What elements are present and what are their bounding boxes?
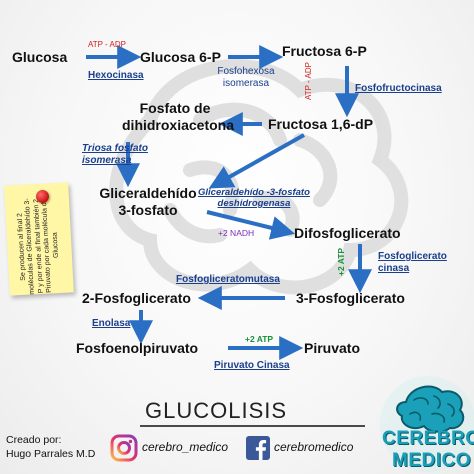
- sticky-note-text: Se producen al final 2 moléculas de Glic…: [16, 198, 60, 295]
- dhap-line-2: dihidroxiacetona: [122, 117, 235, 133]
- logo-medico-text: MEDICO: [392, 450, 471, 471]
- instagram-icon[interactable]: [110, 434, 138, 462]
- credits-label: Creado por:: [6, 434, 62, 446]
- cofactor-nadh: +2 NADH: [218, 228, 255, 238]
- title-underline: [140, 425, 365, 427]
- enzyme-hexocinasa: Hexocinasa: [88, 70, 144, 81]
- metabolite-piruvato: Piruvato: [304, 340, 361, 356]
- dhap-line-1: Fosfato de: [139, 100, 211, 116]
- credits-author: Hugo Parrales M.D: [6, 448, 96, 460]
- gap-line-2: 3-fosfato: [118, 202, 178, 218]
- pushpin-icon: [36, 190, 49, 203]
- gap-line-1: Gliceraldehído: [99, 185, 197, 201]
- metabolite-fosfoenolpiruvato: Fosfoenolpiruvato: [76, 340, 199, 356]
- fosfohexosa-line-2: isomerasa: [222, 78, 270, 89]
- brain-logo-icon: [380, 376, 474, 472]
- metabolite-gliceraldehido-3-fosfato: Gliceraldehído 3-fosfato: [88, 185, 208, 219]
- metabolite-difosfoglicerato: Difosfoglicerato: [294, 225, 401, 241]
- pgk-line-2: cinasa: [378, 263, 410, 274]
- arrow-gap-difosfo: [206, 210, 295, 240]
- enzyme-triosa-fosfato-isomerasa: Triosa fosfato isomerasa: [82, 143, 148, 167]
- metabolite-glucosa-6-p: Glucosa 6-P: [140, 49, 221, 65]
- triosa-line-1: Triosa fosfato: [82, 143, 148, 154]
- instagram-handle[interactable]: cerebro_medico: [142, 440, 229, 454]
- arrow-f16dp-gap: [208, 133, 305, 189]
- enzyme-fosfofructocinasa: Fosfofructocinasa: [355, 83, 442, 94]
- enzyme-gapdh: Gliceraldehído -3-fosfato deshidrogenasa: [198, 187, 310, 209]
- metabolite-fructosa-6-p: Fructosa 6-P: [282, 43, 367, 59]
- enzyme-fosfoglicerato-cinasa: Fosfoglicerato cinasa: [378, 251, 447, 275]
- cofactor-atp-adp-pfk: ATP - ADP: [304, 62, 313, 100]
- gapdh-line-1: Gliceraldehído -3-fosfato: [198, 187, 310, 198]
- metabolite-3-fosfoglicerato: 3-Fosfoglicerato: [296, 290, 405, 306]
- enzyme-fosfohexosa-isomerasa: Fosfohexosa isomerasa: [206, 66, 286, 90]
- page-title: GLUCOLISIS: [145, 398, 288, 423]
- fosfohexosa-line-1: Fosfohexosa: [217, 66, 275, 77]
- enzyme-fosfogliceratomutasa: Fosfogliceratomutasa: [176, 274, 280, 285]
- enzyme-piruvato-cinasa: Piruvato Cinasa: [214, 360, 290, 371]
- cofactor-atp-pgk: +2 ATP: [336, 247, 346, 276]
- credits: Creado por: Hugo Parrales M.D: [6, 433, 95, 461]
- facebook-icon[interactable]: [246, 436, 270, 460]
- gapdh-line-2: deshidrogenasa: [217, 198, 291, 209]
- metabolite-fructosa-1-6-dp: Fructosa 1,6-dP: [268, 116, 374, 132]
- metabolite-glucosa: Glucosa: [12, 49, 68, 65]
- pgk-line-1: Fosfoglicerato: [378, 251, 447, 262]
- cofactor-atp-adp-hexocinasa: ATP - ADP: [88, 40, 126, 49]
- metabolite-dhap: Fosfato de dihidroxiacetona: [122, 100, 235, 134]
- cofactor-atp-pk: +2 ATP: [245, 334, 274, 344]
- logo-cerebro-text: CEREBRO: [382, 428, 474, 449]
- triosa-line-2: isomerasa: [82, 155, 132, 166]
- facebook-handle[interactable]: cerebromedico: [274, 440, 354, 454]
- enzyme-enolasa: Enolasa: [92, 318, 131, 329]
- metabolite-2-fosfoglicerato: 2-Fosfoglicerato: [82, 290, 191, 306]
